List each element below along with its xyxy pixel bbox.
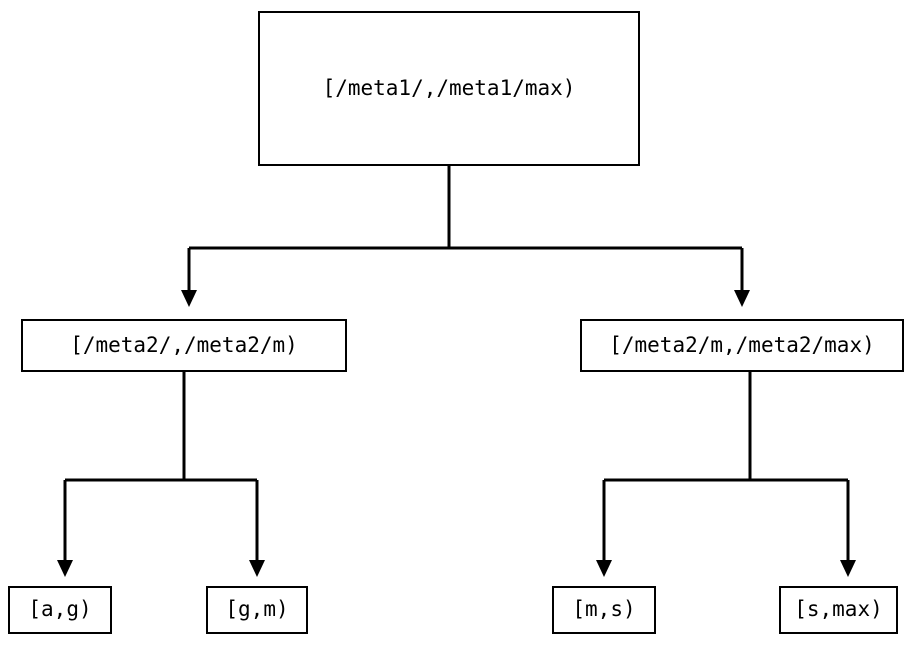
arrowhead-to-leaf-ag	[57, 560, 73, 577]
tree-node-mid-right[interactable]: [/meta2/m,/meta2/max)	[580, 319, 904, 372]
arrowhead-to-mid-left	[181, 290, 197, 307]
tree-node-mid-left-label: [/meta2/,/meta2/m)	[70, 332, 298, 357]
tree-node-leaf-ag[interactable]: [a,g)	[8, 586, 112, 634]
tree-node-mid-left[interactable]: [/meta2/,/meta2/m)	[21, 319, 347, 372]
tree-node-mid-right-label: [/meta2/m,/meta2/max)	[609, 332, 875, 357]
arrowhead-to-leaf-ms	[596, 560, 612, 577]
tree-node-leaf-gm-label: [g,m)	[225, 597, 289, 622]
tree-node-root-label: [/meta1/,/meta1/max)	[322, 75, 576, 100]
arrowhead-to-leaf-gm	[249, 560, 265, 577]
tree-node-root[interactable]: [/meta1/,/meta1/max)	[258, 11, 640, 166]
edge-midleft-to-leaves	[63, 372, 259, 561]
arrowhead-to-mid-right	[734, 290, 750, 307]
edge-midright-to-leaves	[602, 372, 850, 561]
tree-node-leaf-smax-label: [s,max)	[794, 597, 883, 622]
tree-node-leaf-ms[interactable]: [m,s)	[552, 586, 656, 634]
tree-node-leaf-ms-label: [m,s)	[572, 597, 636, 622]
tree-node-leaf-smax[interactable]: [s,max)	[779, 586, 898, 634]
arrowhead-to-leaf-smax	[840, 560, 856, 577]
tree-node-leaf-gm[interactable]: [g,m)	[206, 586, 308, 634]
edge-root-to-mid-level	[187, 166, 744, 291]
tree-node-leaf-ag-label: [a,g)	[28, 597, 92, 622]
